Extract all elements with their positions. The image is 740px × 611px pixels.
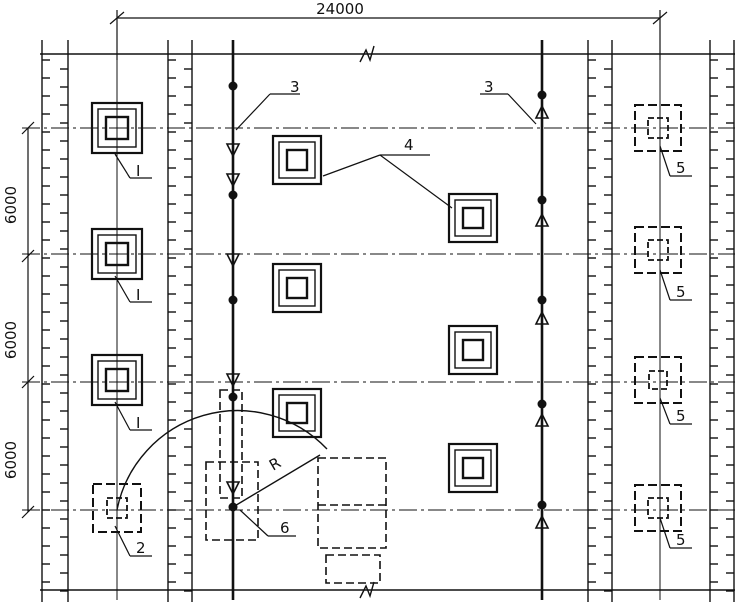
foundation xyxy=(447,192,499,244)
track-arrow-down xyxy=(225,373,241,388)
track-arrow-down xyxy=(225,253,241,268)
track-arrow-up xyxy=(534,310,550,325)
crane-outline xyxy=(205,389,387,584)
track-node xyxy=(537,500,547,510)
bay-dimension-3: 6000 xyxy=(2,441,20,479)
column-base-left-core xyxy=(104,241,130,267)
radius-label: R xyxy=(266,454,284,475)
track-arrow-down xyxy=(225,481,241,496)
column-base-left-inner xyxy=(97,360,137,400)
column-axes xyxy=(116,28,661,600)
track-node xyxy=(537,399,547,409)
track-arrow-down xyxy=(225,143,241,158)
column-base-left-core xyxy=(104,115,130,141)
foundation-inner xyxy=(278,141,316,179)
column-base-right-core xyxy=(647,117,669,139)
column-base-right-core xyxy=(647,239,669,261)
bay-dimension-1: 6000 xyxy=(2,186,20,224)
track-arrow-down xyxy=(225,173,241,188)
callout-crane-position: 6 xyxy=(280,519,290,537)
column-base-right xyxy=(634,104,682,152)
track-node xyxy=(228,295,238,305)
callout-column-right-1: 5 xyxy=(676,159,686,177)
column-base-right xyxy=(634,226,682,274)
column-base-left-temporary-core xyxy=(106,497,128,519)
callout-foundations: 4 xyxy=(404,136,414,154)
foundation xyxy=(271,262,323,314)
column-base-left-inner xyxy=(97,234,137,274)
callout-column-left-2: I xyxy=(136,286,140,304)
overall-dimension-label: 24000 xyxy=(316,0,364,18)
callout-column-left-3: I xyxy=(136,414,140,432)
track-node xyxy=(537,195,547,205)
foundation-core xyxy=(461,206,485,230)
foundation-inner xyxy=(454,331,492,369)
callout-leaders xyxy=(114,93,692,557)
bay-dimension-2: 6000 xyxy=(2,321,20,359)
track-arrow-up xyxy=(534,514,550,529)
bay-dimension-line xyxy=(21,121,35,519)
callout-column-right-3: 5 xyxy=(676,407,686,425)
column-base-right-core xyxy=(647,497,669,519)
track-node xyxy=(228,392,238,402)
foundation-core xyxy=(285,401,309,425)
track-arrow-up xyxy=(534,212,550,227)
foundation-inner xyxy=(454,199,492,237)
foundation-core xyxy=(461,456,485,480)
foundation-core xyxy=(461,338,485,362)
column-base-left xyxy=(90,101,144,155)
callout-column-left-temp: 2 xyxy=(136,539,146,557)
callout-crane-track-left: 3 xyxy=(290,78,300,96)
foundation xyxy=(271,134,323,186)
column-base-right xyxy=(634,356,682,404)
track-node xyxy=(228,190,238,200)
foundation xyxy=(271,387,323,439)
callout-column-right-4: 5 xyxy=(676,531,686,549)
foundation-core xyxy=(285,148,309,172)
foundation-core xyxy=(285,276,309,300)
column-base-left-temporary xyxy=(92,483,142,533)
callout-column-left-1: I xyxy=(136,162,140,180)
track-node xyxy=(537,90,547,100)
rail-strips xyxy=(41,40,735,602)
column-base-right xyxy=(634,484,682,532)
foundation-inner xyxy=(278,394,316,432)
callout-crane-track-right: 3 xyxy=(484,78,494,96)
overall-dimension xyxy=(109,10,668,60)
column-base-left-inner xyxy=(97,108,137,148)
track-arrow-up xyxy=(534,104,550,119)
foundation xyxy=(447,442,499,494)
crane-track-marks xyxy=(225,81,550,529)
track-node xyxy=(537,295,547,305)
callout-column-right-2: 5 xyxy=(676,283,686,301)
building-outline xyxy=(40,53,735,591)
column-base-left-core xyxy=(104,367,130,393)
grid-axes xyxy=(22,127,735,511)
track-node xyxy=(228,81,238,91)
column-base-right-core xyxy=(648,370,668,390)
foundations xyxy=(90,101,682,533)
break-marks xyxy=(359,45,375,599)
foundation-inner xyxy=(454,449,492,487)
foundation-inner xyxy=(278,269,316,307)
track-arrow-up xyxy=(534,412,550,427)
crane-swing-radius xyxy=(116,409,328,511)
crane-track-lines xyxy=(231,40,544,600)
foundation xyxy=(447,324,499,376)
